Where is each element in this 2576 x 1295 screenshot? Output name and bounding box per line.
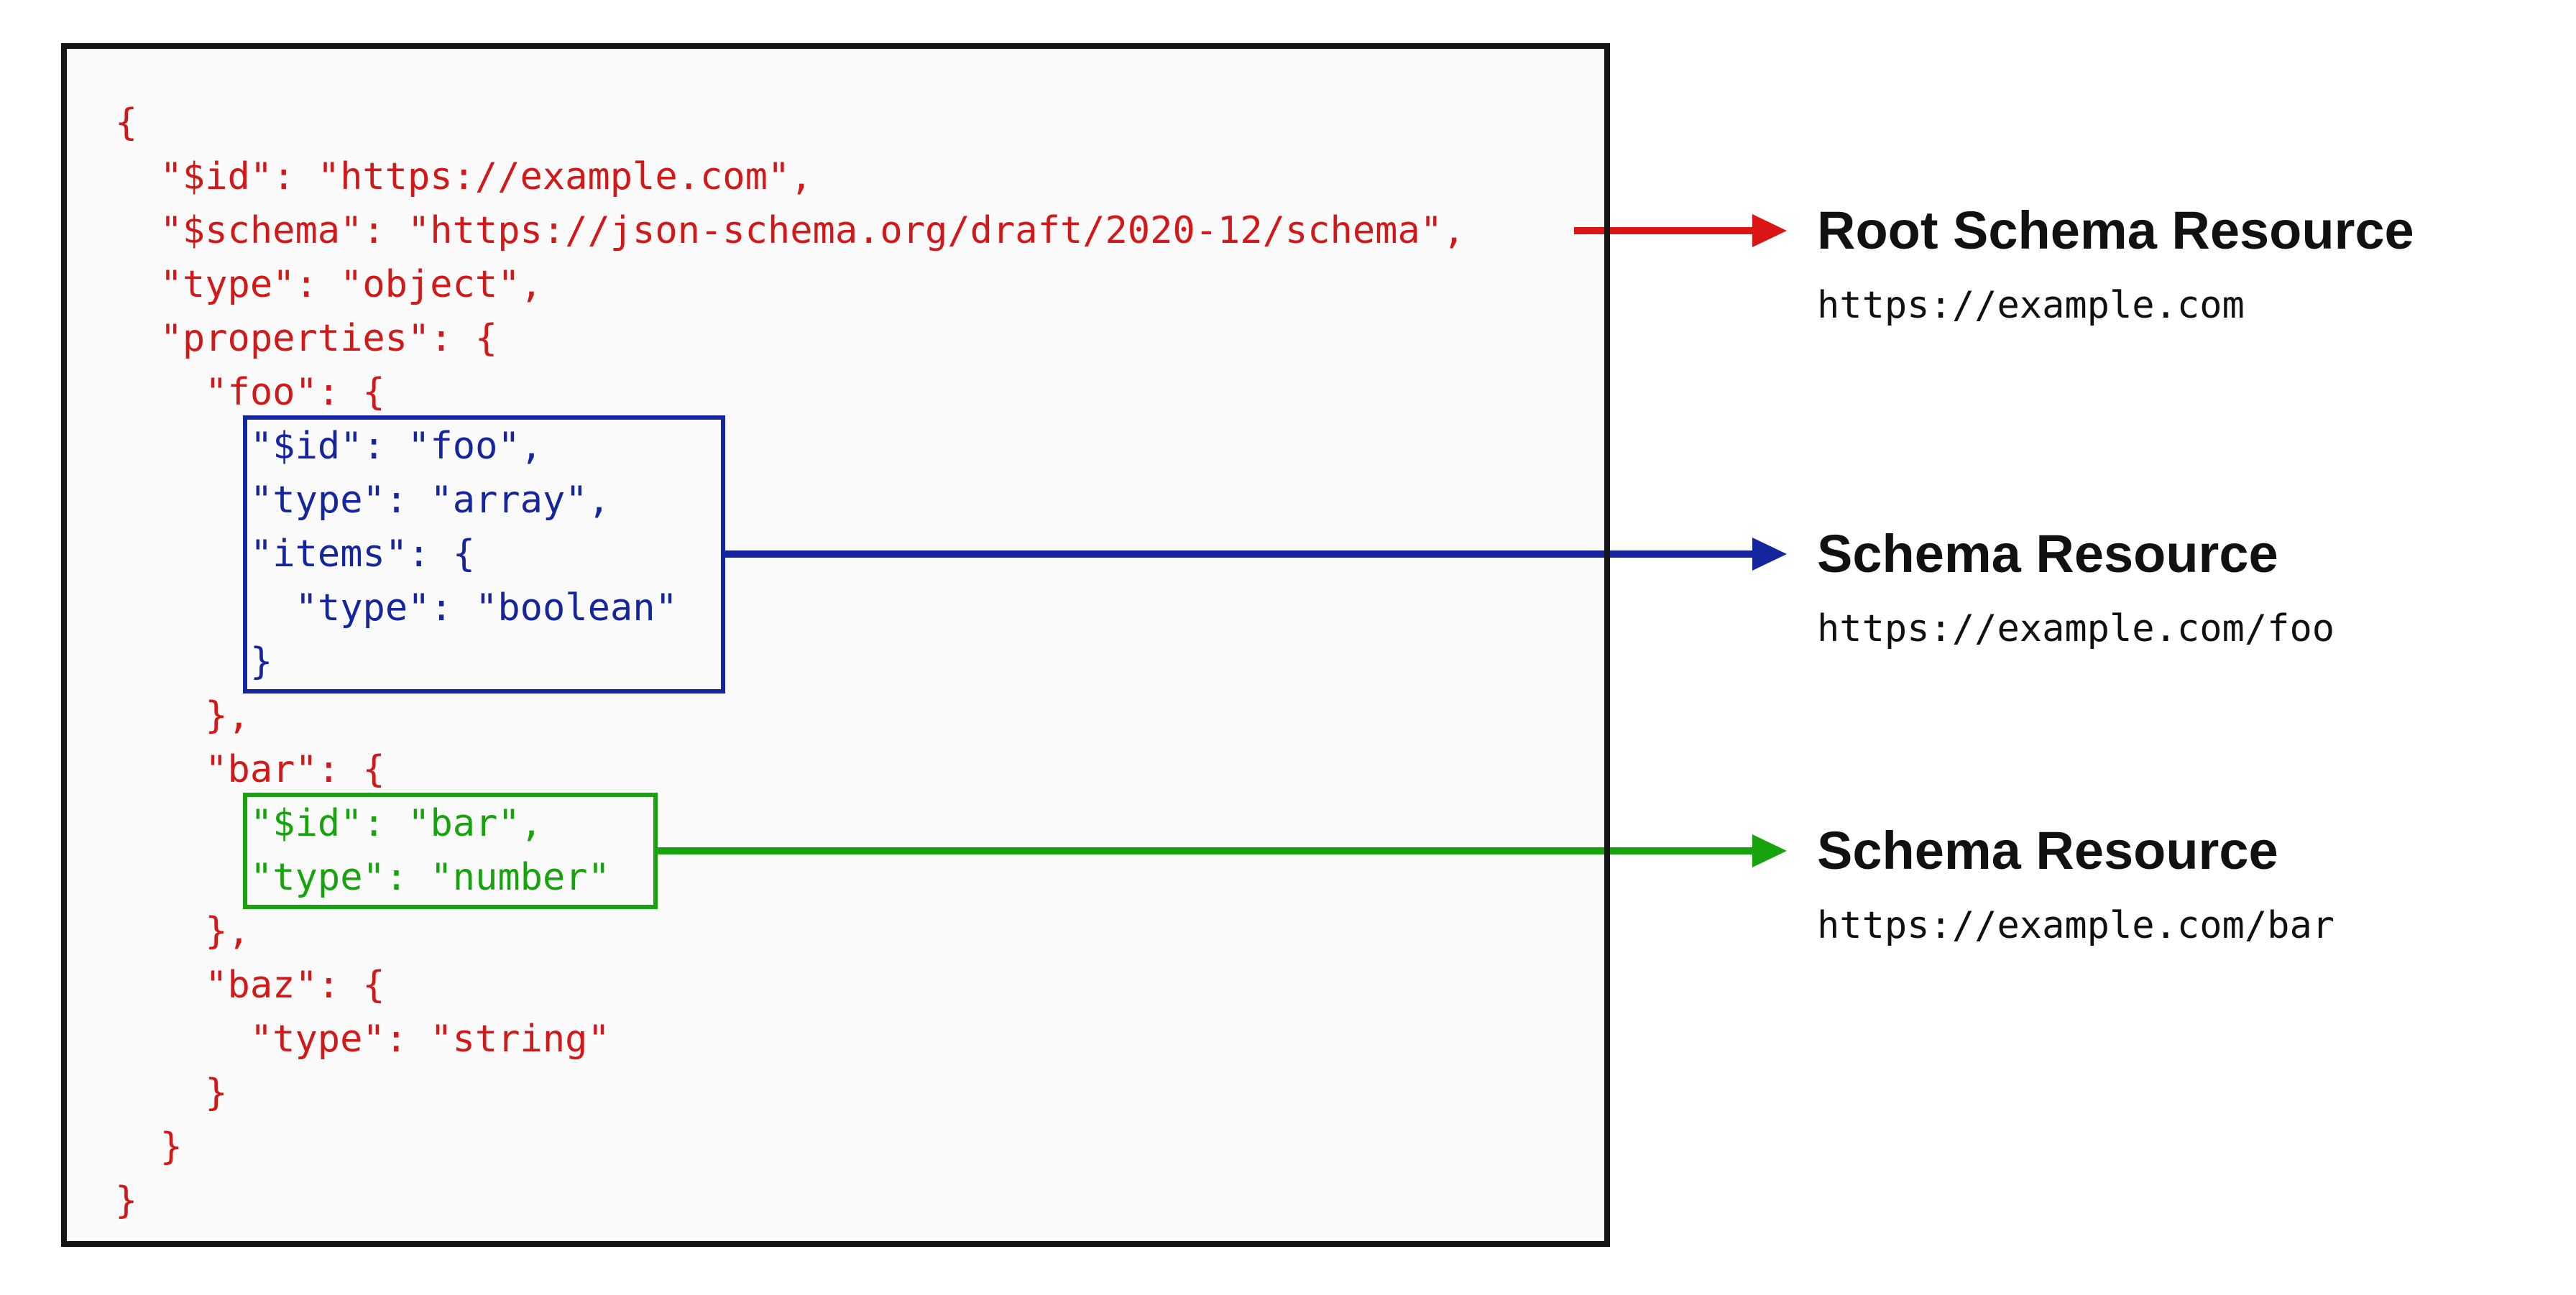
annotation-foo-schema-resource: Schema Resource https://example.com/foo — [1817, 524, 2335, 651]
foo-schema-arrow — [722, 538, 1787, 571]
arrow-head-icon — [1752, 214, 1787, 247]
bar-schema-resource-box: "$id": "bar", "type": "number" — [243, 793, 658, 909]
annotation-root-schema-resource: Root Schema Resource https://example.com — [1817, 201, 2414, 328]
annotation-uri: https://example.com/bar — [1817, 904, 2335, 947]
panel-right-border — [1604, 43, 1610, 1247]
annotation-title: Schema Resource — [1817, 524, 2278, 584]
annotation-bar-schema-resource: Schema Resource https://example.com/bar — [1817, 821, 2335, 948]
code-segment-mid: }, "bar": { — [205, 694, 385, 791]
arrow-head-icon — [1752, 538, 1787, 571]
arrow-head-icon — [1752, 834, 1787, 867]
annotation-uri: https://example.com — [1817, 284, 2245, 327]
root-schema-arrow — [1574, 214, 1787, 247]
arrow-shaft — [722, 550, 1752, 558]
bar-schema-arrow — [655, 834, 1787, 867]
foo-schema-resource-box: "$id": "foo", "type": "array", "items": … — [243, 415, 725, 693]
annotation-uri: https://example.com/foo — [1817, 607, 2335, 650]
foo-schema-code: "$id": "foo", "type": "array", "items": … — [250, 425, 678, 683]
arrow-shaft — [655, 847, 1752, 854]
bar-schema-code: "$id": "bar", "type": "number" — [250, 802, 610, 899]
annotation-title: Schema Resource — [1817, 821, 2278, 880]
code-segment-top: { "$id": "https://example.com", "$schema… — [115, 101, 1466, 414]
code-segment-bottom: }, "baz": { "type": "string" } } } — [115, 910, 610, 1222]
arrow-shaft — [1574, 227, 1752, 234]
annotation-title: Root Schema Resource — [1817, 201, 2414, 260]
schema-code-panel: { "$id": "https://example.com", "$schema… — [61, 43, 1610, 1247]
